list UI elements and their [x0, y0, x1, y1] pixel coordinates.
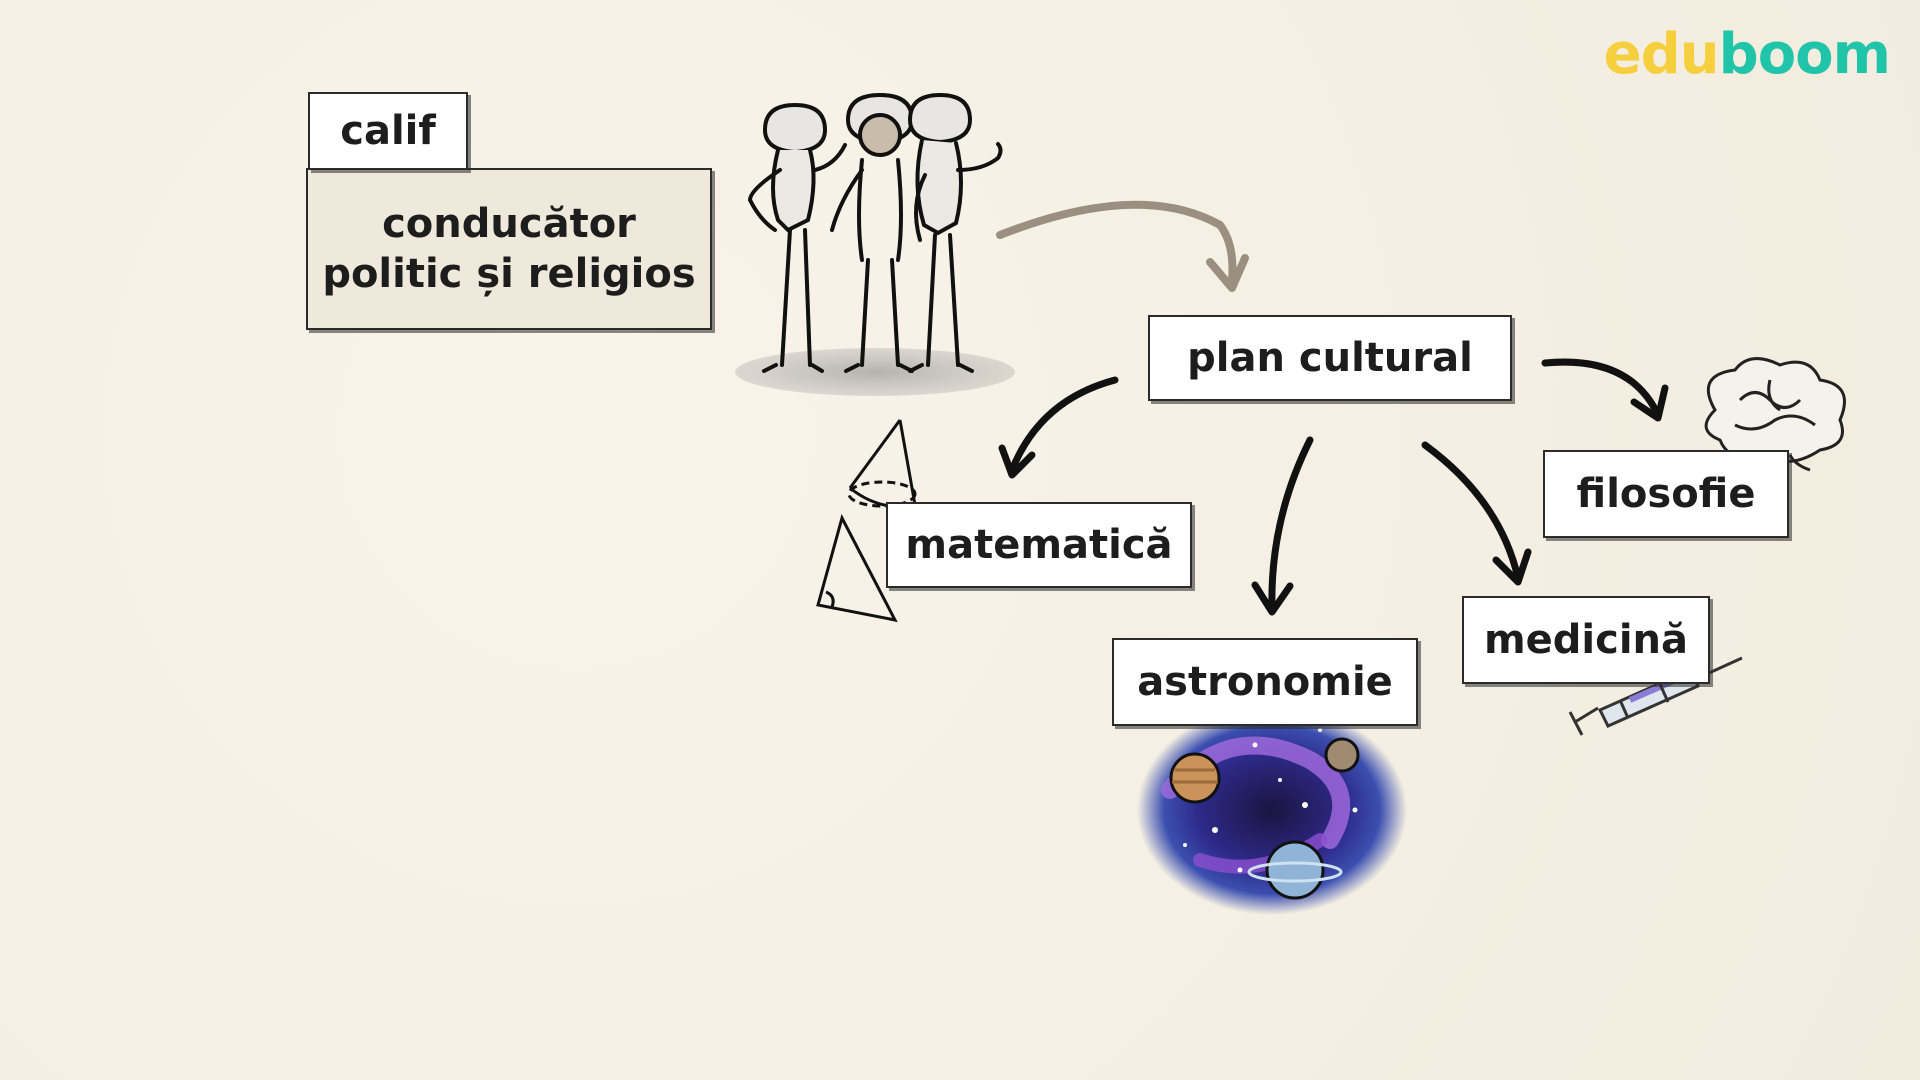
term-label-calif: calif	[308, 92, 468, 170]
definition-line-2: politic și religios	[322, 251, 696, 297]
logo-part-boom: boom	[1718, 22, 1891, 87]
arrow-to-filosofie	[1541, 358, 1662, 419]
definition-label: conducător politic și religios	[306, 168, 712, 330]
term-text: calif	[340, 108, 436, 154]
arrow-to-medicina	[1421, 441, 1522, 582]
arrow-to-plan-cultural	[996, 200, 1237, 284]
branch-text-astronomie: astronomie	[1137, 659, 1393, 705]
center-node-plan-cultural: plan cultural	[1148, 315, 1512, 401]
eduboom-logo: eduboom	[1603, 22, 1891, 87]
branch-node-astronomie: astronomie	[1112, 638, 1418, 726]
branch-text-matematica: matematică	[905, 522, 1173, 568]
center-node-text: plan cultural	[1187, 335, 1473, 381]
branch-node-medicina: medicină	[1462, 596, 1710, 684]
arrow-to-matematica	[1008, 376, 1119, 474]
branch-node-filosofie: filosofie	[1543, 450, 1789, 538]
branch-text-filosofie: filosofie	[1576, 471, 1756, 517]
branch-node-matematica: matematică	[886, 502, 1192, 588]
galaxy-icon	[1137, 705, 1407, 915]
branch-text-medicina: medicină	[1483, 617, 1689, 663]
definition-line-1: conducător	[382, 201, 636, 247]
logo-part-edu: edu	[1603, 22, 1720, 87]
arrow-to-astronomie	[1268, 436, 1314, 612]
scholars-illustration	[735, 92, 1015, 396]
